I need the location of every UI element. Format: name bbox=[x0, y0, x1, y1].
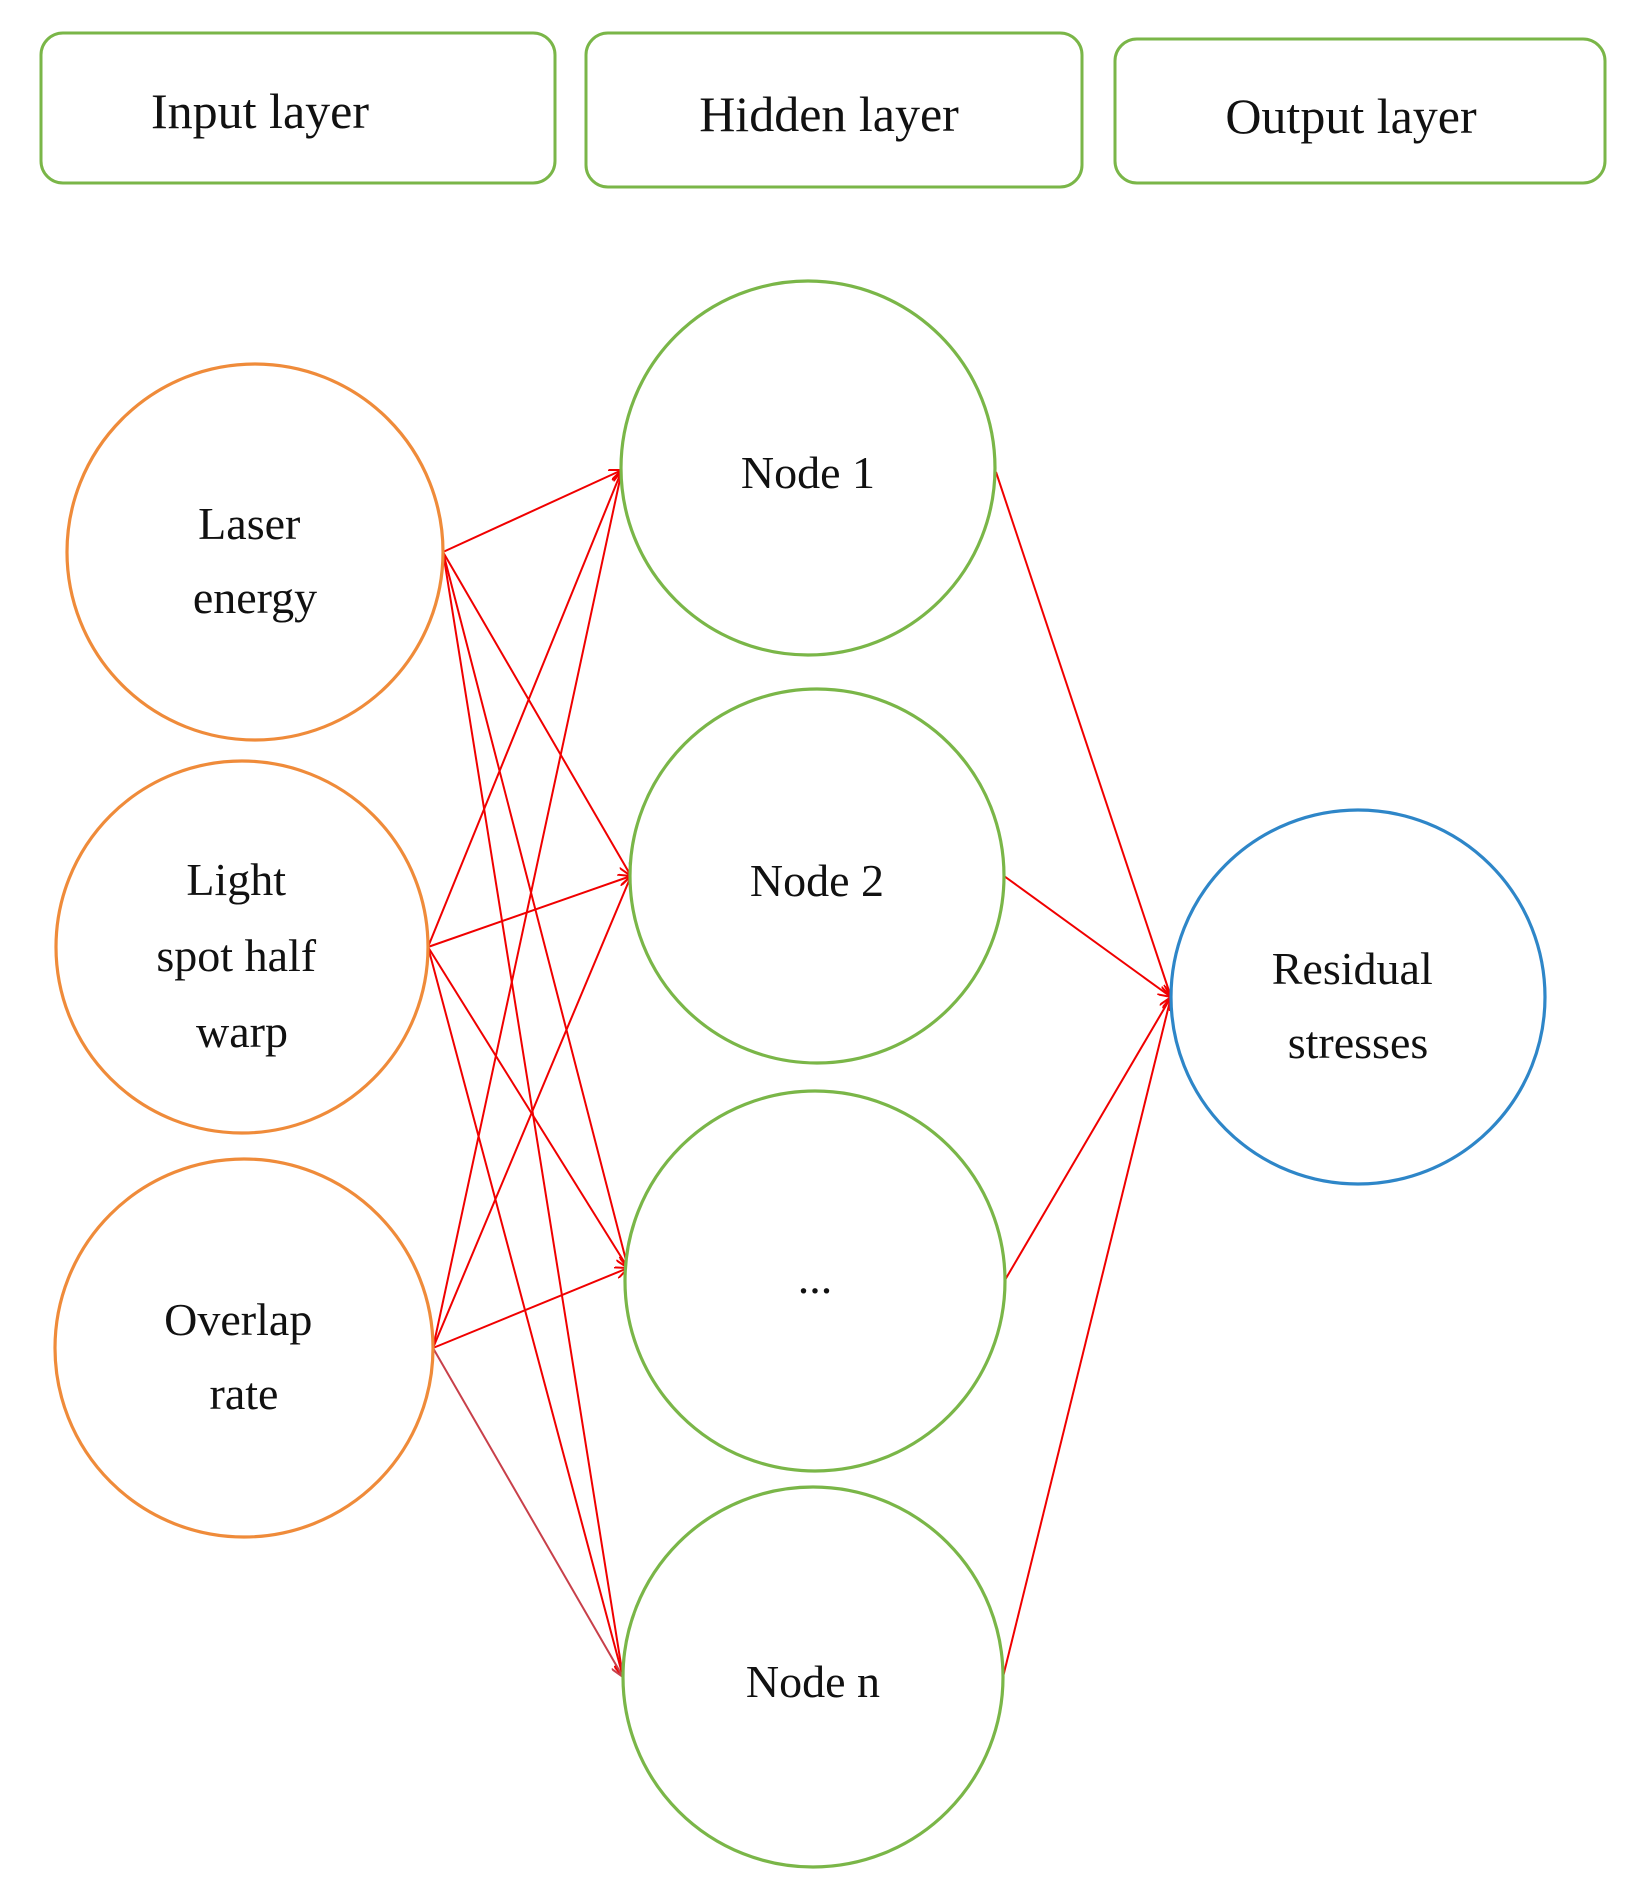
hidden-layer-box bbox=[584, 31, 1084, 189]
hidden-node-2: Node 2 bbox=[628, 687, 1006, 1065]
output-node-label: Residual stresses bbox=[1272, 943, 1444, 1068]
hidden-node-label: Node 2 bbox=[750, 855, 884, 906]
input-node-light-spot-half-warp: Light spot half warp bbox=[54, 759, 430, 1135]
edge-node-1-to-residual-stresses bbox=[995, 471, 1171, 997]
edge-light-spot-half-warp-to-node-n bbox=[427, 946, 623, 1677]
input-node-label: Laser energy bbox=[193, 498, 317, 623]
edge-laser-energy-to-node-2 bbox=[442, 551, 631, 876]
edge-light-spot-half-warp-to-node-1 bbox=[427, 470, 622, 948]
input-node-circle bbox=[65, 362, 445, 742]
hidden-layer-header: Hidden layer bbox=[584, 31, 1084, 189]
edge-node-ellipsis-to-residual-stresses bbox=[1004, 997, 1171, 1281]
edge-node-n-to-residual-stresses bbox=[1002, 997, 1171, 1678]
node-label-line: Overlap bbox=[164, 1294, 312, 1345]
hidden-node-n: Node n bbox=[621, 1485, 1005, 1869]
hidden-node-circle bbox=[621, 1485, 1005, 1869]
hidden-node-circle bbox=[623, 1089, 1007, 1473]
edge-node-2-to-residual-stresses bbox=[1003, 875, 1171, 997]
node-label-line: energy bbox=[193, 572, 317, 623]
edge-overlap-rate-to-node-1 bbox=[432, 470, 622, 1349]
hidden-node-ellipsis: ... bbox=[623, 1089, 1007, 1473]
node-label-line: warp bbox=[196, 1006, 288, 1057]
node-label-line: rate bbox=[210, 1368, 279, 1419]
output-node-residual-stresses: Residual stresses bbox=[1169, 808, 1547, 1186]
input-layer-label: Input layer bbox=[151, 83, 369, 139]
edge-light-spot-half-warp-to-node-ellipsis bbox=[427, 946, 628, 1268]
input-node-label: Overlap rate bbox=[164, 1294, 324, 1419]
hidden-node-label: Node n bbox=[746, 1656, 880, 1707]
input-node-circle bbox=[54, 759, 430, 1135]
hidden-node-circle bbox=[619, 279, 997, 657]
node-label-line: stresses bbox=[1288, 1017, 1429, 1068]
output-layer-box bbox=[1113, 37, 1607, 185]
hidden-node-1: Node 1 bbox=[619, 279, 997, 657]
node-label-line: Residual bbox=[1272, 943, 1433, 994]
hidden-node-circle bbox=[628, 687, 1006, 1065]
edge-overlap-rate-to-node-2 bbox=[432, 876, 631, 1349]
hidden-node-label: Node 1 bbox=[741, 447, 875, 498]
edge-overlap-rate-to-node-n bbox=[432, 1347, 623, 1677]
connection-edges bbox=[427, 470, 1171, 1678]
node-label-line: spot half bbox=[156, 930, 316, 981]
input-layer-box bbox=[39, 31, 557, 185]
input-layer-header: Input layer bbox=[39, 31, 557, 185]
output-node-circle bbox=[1169, 808, 1547, 1186]
edge-overlap-rate-to-node-ellipsis bbox=[432, 1268, 628, 1349]
node-label-line: Laser bbox=[198, 498, 300, 549]
node-label-line: Light bbox=[186, 854, 286, 905]
input-node-laser-energy: Laser energy bbox=[65, 362, 445, 742]
input-node-overlap-rate: Overlap rate bbox=[53, 1157, 435, 1539]
input-node-label: Light spot half warp bbox=[156, 854, 327, 1057]
edge-light-spot-half-warp-to-node-2 bbox=[427, 876, 631, 948]
output-layer-header: Output layer bbox=[1113, 37, 1607, 185]
hidden-node-label: ... bbox=[798, 1252, 833, 1303]
input-node-circle bbox=[53, 1157, 435, 1539]
hidden-layer-label: Hidden layer bbox=[699, 86, 959, 142]
output-layer-label: Output layer bbox=[1225, 88, 1477, 144]
edge-laser-energy-to-node-1 bbox=[442, 470, 622, 553]
